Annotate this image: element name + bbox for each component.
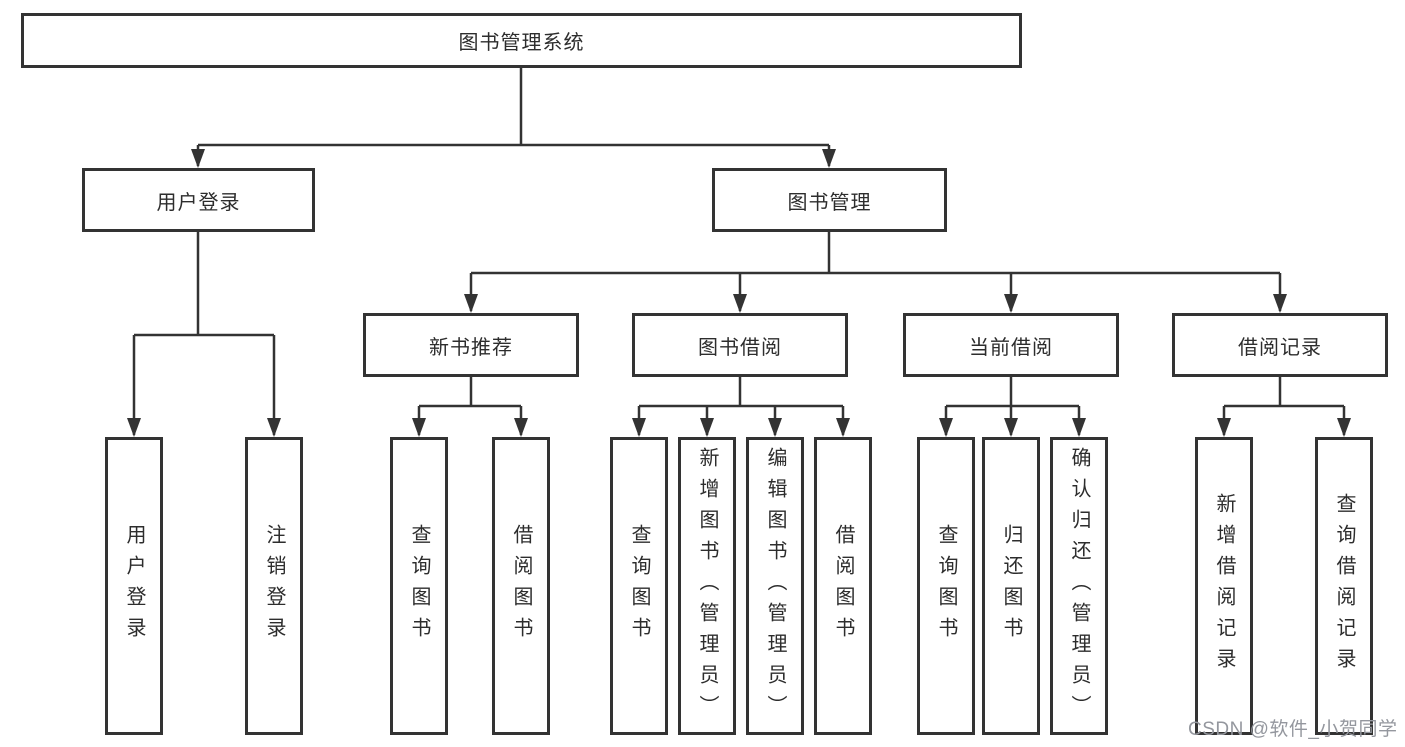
arrow-down-icon <box>267 418 281 437</box>
leaf-currentborrow-query-book-label: 查询图书 <box>935 524 957 648</box>
node-root-label: 图书管理系统 <box>458 32 585 54</box>
arrow-down-icon <box>412 418 426 437</box>
leaf-newbookrec-borrow-book: 借阅图书 <box>492 437 550 735</box>
edge-root-to-level2 <box>196 68 831 166</box>
leaf-bookborrow-query-book: 查询图书 <box>610 437 668 735</box>
leaf-borrowrecord-add-record: 新增借阅记录 <box>1195 437 1253 735</box>
leaf-currentborrow-confirm-return-admin: 确认归还（管理员） <box>1050 437 1108 735</box>
edge-newbookrec-to-leaves <box>417 377 523 435</box>
leaf-bookborrow-add-book-admin: 新增图书（管理员） <box>678 437 736 735</box>
node-current-borrow: 当前借阅 <box>903 313 1119 377</box>
arrow-down-icon <box>1004 294 1018 313</box>
arrow-down-icon <box>514 418 528 437</box>
edge-currentborrow-to-leaves <box>944 377 1081 435</box>
edge-bookmgmt-to-level3 <box>469 232 1282 311</box>
leaf-bookborrow-borrow-book-label: 借阅图书 <box>832 524 854 648</box>
leaf-currentborrow-return-book: 归还图书 <box>982 437 1040 735</box>
leaf-logout-label: 注销登录 <box>263 524 285 648</box>
arrow-down-icon <box>1217 418 1231 437</box>
edge-bookborrow-to-leaves <box>637 377 845 435</box>
connector-lines <box>132 68 1346 435</box>
arrow-down-icon <box>1004 418 1018 437</box>
csdn-watermark: CSDN @软件_小贺同学 <box>1188 719 1398 740</box>
arrow-down-icon <box>768 418 782 437</box>
edge-borrowrecord-to-leaves <box>1222 377 1346 435</box>
leaf-borrowrecord-add-record-label: 新增借阅记录 <box>1213 493 1235 679</box>
leaf-bookborrow-query-book-label: 查询图书 <box>628 524 650 648</box>
leaf-logout: 注销登录 <box>245 437 303 735</box>
arrow-down-icon <box>700 418 714 437</box>
node-root: 图书管理系统 <box>21 13 1022 68</box>
node-book-management: 图书管理 <box>712 168 947 232</box>
leaf-currentborrow-query-book: 查询图书 <box>917 437 975 735</box>
arrow-down-icon <box>127 418 141 437</box>
node-book-borrow-label: 图书借阅 <box>698 336 782 359</box>
arrow-down-icon <box>822 149 836 168</box>
arrow-down-icon <box>464 294 478 313</box>
node-new-book-recommend-label: 新书推荐 <box>429 336 513 359</box>
arrow-down-icon <box>733 294 747 313</box>
node-current-borrow-label: 当前借阅 <box>969 336 1053 359</box>
leaf-currentborrow-confirm-return-admin-label: 确认归还（管理员） <box>1068 446 1090 726</box>
node-new-book-recommend: 新书推荐 <box>363 313 579 377</box>
node-borrow-record: 借阅记录 <box>1172 313 1388 377</box>
arrow-down-icon <box>632 418 646 437</box>
leaf-bookborrow-edit-book-admin: 编辑图书（管理员） <box>746 437 804 735</box>
node-user-login-label: 用户登录 <box>156 191 241 214</box>
arrow-down-icon <box>939 418 953 437</box>
arrow-down-icon <box>1337 418 1351 437</box>
node-book-management-label: 图书管理 <box>787 191 872 214</box>
leaf-bookborrow-edit-book-admin-label: 编辑图书（管理员） <box>764 446 786 726</box>
leaf-user-login: 用户登录 <box>105 437 163 735</box>
arrow-down-icon <box>1072 418 1086 437</box>
edge-userlogin-to-leaves <box>132 232 276 435</box>
node-book-borrow: 图书借阅 <box>632 313 848 377</box>
leaf-bookborrow-borrow-book: 借阅图书 <box>814 437 872 735</box>
arrow-down-icon <box>836 418 850 437</box>
leaf-newbookrec-query-book-label: 查询图书 <box>408 524 430 648</box>
leaf-borrowrecord-query-record-label: 查询借阅记录 <box>1333 493 1355 679</box>
node-user-login: 用户登录 <box>82 168 315 232</box>
node-borrow-record-label: 借阅记录 <box>1238 336 1322 359</box>
leaf-bookborrow-add-book-admin-label: 新增图书（管理员） <box>696 446 718 726</box>
leaf-borrowrecord-query-record: 查询借阅记录 <box>1315 437 1373 735</box>
leaf-newbookrec-borrow-book-label: 借阅图书 <box>510 524 532 648</box>
leaf-newbookrec-query-book: 查询图书 <box>390 437 448 735</box>
leaf-currentborrow-return-book-label: 归还图书 <box>1000 524 1022 648</box>
arrow-down-icon <box>1273 294 1287 313</box>
arrow-down-icon <box>191 149 205 168</box>
leaf-user-login-label: 用户登录 <box>123 524 145 648</box>
